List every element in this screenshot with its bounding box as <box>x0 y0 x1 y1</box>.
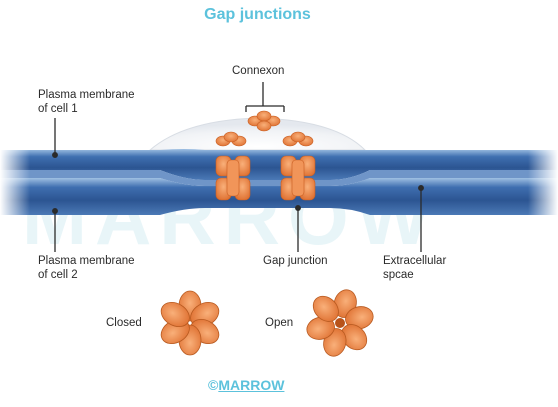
connexin-subunit <box>306 316 335 340</box>
label-extracellular-line2: spcae <box>383 269 414 281</box>
copyright-symbol: © <box>208 377 219 393</box>
connexon-bracket <box>245 82 285 112</box>
label-plasma-membrane-1-line2: of cell 1 <box>38 103 78 115</box>
connexin-subunit <box>345 306 374 330</box>
connexin-subunit <box>341 324 368 351</box>
connexin-subunit <box>312 295 339 322</box>
label-closed: Closed <box>106 317 142 329</box>
label-plasma-membrane-1: Plasma membrane of cell 1 <box>38 88 135 116</box>
connexon-top <box>247 110 281 132</box>
label-connexon: Connexon <box>232 65 285 77</box>
copyright-brand: MARROW <box>218 377 285 393</box>
connexin-subunit <box>160 301 190 328</box>
label-plasma-membrane-2: Plasma membrane of cell 2 <box>38 254 135 282</box>
channel-right <box>280 155 316 201</box>
label-open: Open <box>265 317 294 329</box>
channel-left <box>215 155 251 201</box>
label-plasma-membrane-2-line1: Plasma membrane <box>38 255 135 267</box>
connexon-right <box>282 131 314 147</box>
label-extracellular-space: Extracellular spcae <box>383 254 446 282</box>
label-extracellular-line1: Extracellular <box>383 255 447 267</box>
label-gap-junction: Gap junction <box>263 255 328 267</box>
plasma-membrane-1 <box>0 149 558 180</box>
page-title: Gap junctions <box>204 6 311 23</box>
open-connexon <box>306 289 374 357</box>
label-plasma-membrane-2-line2: of cell 2 <box>38 269 78 281</box>
copyright: ©MARROW <box>208 377 284 393</box>
connexon-left <box>215 131 247 147</box>
label-plasma-membrane-1-line1: Plasma membrane <box>38 89 135 101</box>
closed-connexon <box>160 290 220 356</box>
